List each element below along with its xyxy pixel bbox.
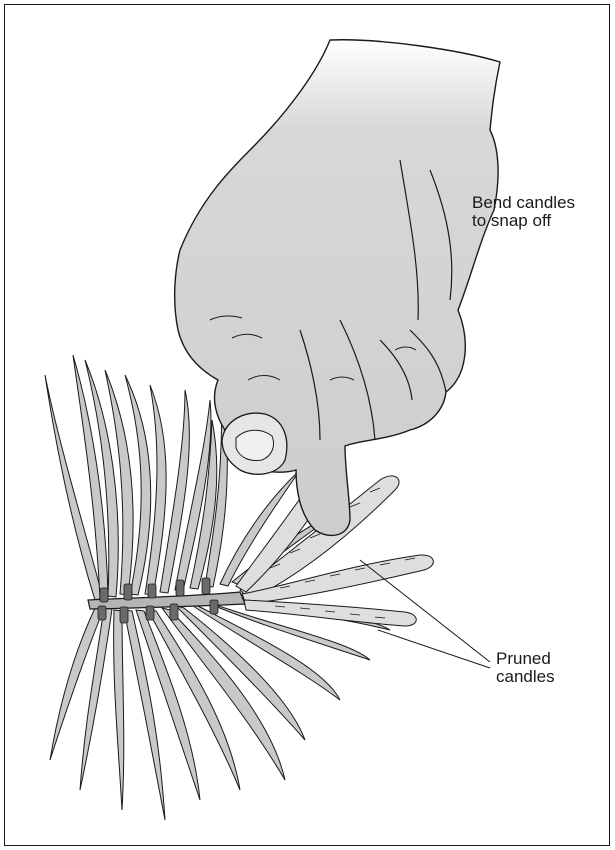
label-pruned-line1: Pruned: [496, 650, 555, 668]
label-pruned-candles: Pruned candles: [496, 650, 555, 686]
label-pruned-line2: candles: [496, 668, 555, 686]
label-bend-candles: Bend candles to snap off: [472, 194, 575, 230]
label-bend-line2: to snap off: [472, 212, 575, 230]
label-bend-line1: Bend candles: [472, 194, 575, 212]
